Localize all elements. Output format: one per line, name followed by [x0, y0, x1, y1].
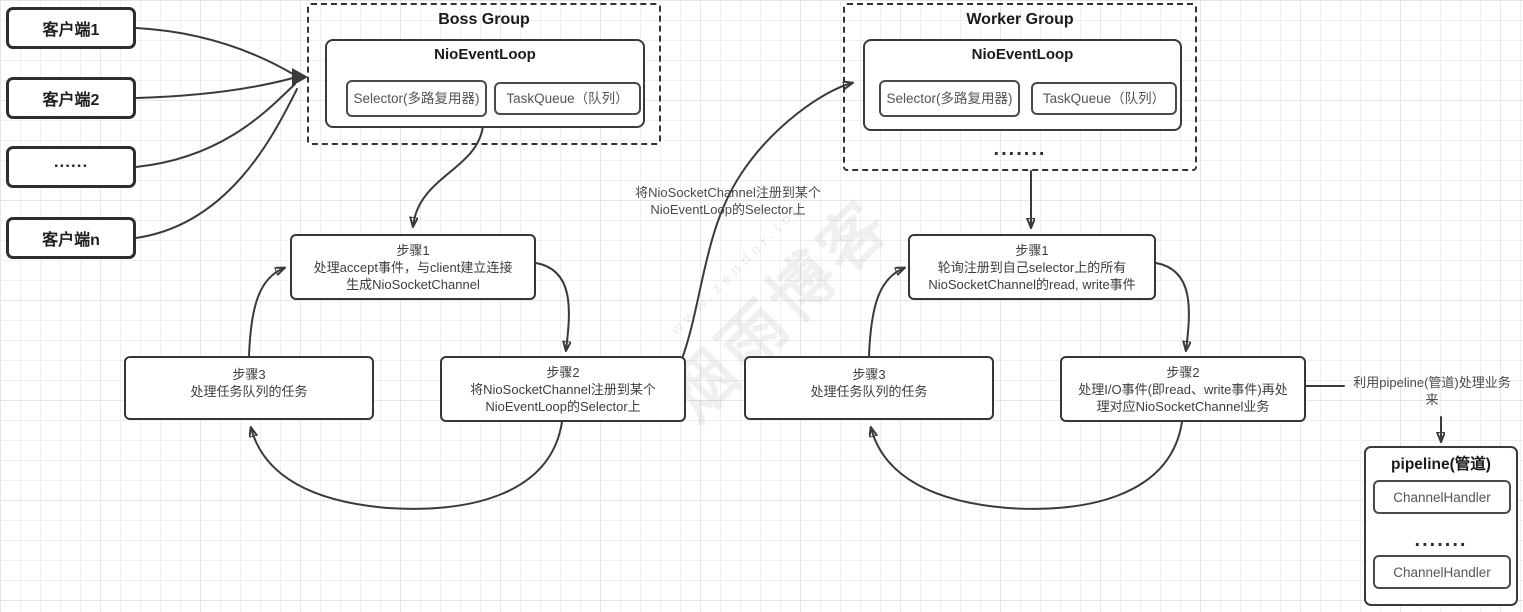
- worker-group-title: Worker Group: [966, 11, 1074, 28]
- step-title: 步骤2: [1166, 364, 1200, 380]
- step-line: 将NioSocketChannel注册到某个: [470, 381, 656, 397]
- step-line: 理对应NioSocketChannel业务: [1096, 398, 1270, 414]
- step-line: 处理任务队列的任务: [810, 384, 928, 399]
- channelhandler-label: ChannelHandler: [1393, 489, 1491, 505]
- channelhandler-box-1: ChannelHandler: [1373, 480, 1511, 514]
- boss-group-title: Boss Group: [438, 11, 530, 28]
- step-title: 步骤3: [232, 367, 266, 382]
- worker-step2-box: 步骤2 处理I/O事件(即read、write事件)再处 理对应NioSocke…: [1060, 356, 1306, 422]
- arrow-worker-step2-step3: [871, 421, 1183, 510]
- pipeline-title: pipeline(管道): [1391, 456, 1491, 473]
- worker-taskqueue-label: TaskQueue（队列）: [1042, 91, 1166, 106]
- worker-nioeventloop-title: NioEventLoop: [971, 46, 1074, 63]
- step-title: 步骤3: [852, 367, 886, 382]
- arrow-client1-boss: [135, 27, 294, 75]
- annotation-line: 来: [1425, 392, 1439, 407]
- annotation-line: 利用pipeline(管道)处理业务: [1353, 375, 1511, 390]
- worker-step3-box: 步骤3 处理任务队列的任务: [744, 356, 994, 420]
- client-label: 客户端1: [42, 22, 100, 39]
- arrow-boss-step2-step3: [251, 421, 563, 510]
- boss-step3-box: 步骤3 处理任务队列的任务: [124, 356, 374, 420]
- step-line: 处理accept事件，与client建立连接: [313, 259, 513, 275]
- step-title: 步骤1: [1015, 242, 1049, 258]
- arrow-boss-step3-step1: [248, 268, 284, 357]
- client-box-2: 客户端2: [6, 77, 136, 119]
- arrowhead-clients-boss: [292, 68, 308, 86]
- register-annotation: 将NioSocketChannel注册到某个 NioEventLoop的Sele…: [583, 184, 873, 218]
- boss-step2-box: 步骤2 将NioSocketChannel注册到某个 NioEventLoop的…: [440, 356, 686, 422]
- worker-step1-box: 步骤1 轮询注册到自己selector上的所有 NioSocketChannel…: [908, 234, 1156, 300]
- channelhandler-label: ChannelHandler: [1393, 564, 1491, 580]
- step-line: NioEventLoop的Selector上: [485, 398, 641, 414]
- client-label: 客户端n: [42, 232, 100, 249]
- step-line: 生成NioSocketChannel: [346, 276, 480, 292]
- annotation-line: NioEventLoop的Selector上: [650, 202, 806, 217]
- boss-nioeventloop: NioEventLoop Selector(多路复用器) TaskQueue（队…: [325, 39, 645, 128]
- worker-group: Worker Group NioEventLoop Selector(多路复用器…: [843, 3, 1197, 171]
- step-line: 处理任务队列的任务: [190, 384, 308, 399]
- boss-selector-box: Selector(多路复用器): [346, 80, 487, 117]
- annotation-line: 将NioSocketChannel注册到某个: [635, 185, 821, 200]
- boss-step1-box: 步骤1 处理accept事件，与client建立连接 生成NioSocketCh…: [290, 234, 536, 300]
- boss-selector-label: Selector(多路复用器): [353, 91, 480, 106]
- step-line: NioSocketChannel的read, write事件: [928, 276, 1136, 292]
- pipeline-box: pipeline(管道) ChannelHandler ....... Chan…: [1364, 446, 1518, 606]
- arrow-worker-step1-step2: [1155, 262, 1189, 350]
- worker-selector-box: Selector(多路复用器): [879, 80, 1020, 117]
- step-line: 轮询注册到自己selector上的所有: [937, 259, 1127, 275]
- step-line: 处理I/O事件(即read、write事件)再处: [1078, 381, 1288, 397]
- client-label: 客户端2: [42, 92, 100, 109]
- channelhandler-box-2: ChannelHandler: [1373, 555, 1511, 589]
- worker-taskqueue-box: TaskQueue（队列）: [1031, 82, 1177, 115]
- client-box-1: 客户端1: [6, 7, 136, 49]
- boss-taskqueue-box: TaskQueue（队列）: [494, 82, 641, 115]
- arrow-client3-boss: [135, 83, 296, 168]
- arrow-step2-worker: [682, 83, 852, 357]
- boss-taskqueue-label: TaskQueue（队列）: [506, 91, 629, 106]
- arrow-worker-step3-step1: [868, 268, 904, 357]
- step-title: 步骤1: [396, 242, 430, 258]
- step-title: 步骤2: [546, 364, 580, 380]
- arrow-client2-boss: [135, 77, 294, 99]
- arrow-boss-step1-step2: [535, 262, 569, 350]
- boss-nioeventloop-title: NioEventLoop: [434, 46, 536, 63]
- client-box-ellipsis: ......: [6, 146, 136, 188]
- worker-nioeventloop: NioEventLoop Selector(多路复用器) TaskQueue（队…: [863, 39, 1182, 131]
- pipeline-annotation: 利用pipeline(管道)处理业务 来: [1344, 374, 1520, 408]
- worker-selector-label: Selector(多路复用器): [886, 91, 1013, 106]
- client-box-n: 客户端n: [6, 217, 136, 259]
- boss-group: Boss Group NioEventLoop Selector(多路复用器) …: [307, 3, 661, 145]
- arrow-clientn-boss: [135, 88, 298, 239]
